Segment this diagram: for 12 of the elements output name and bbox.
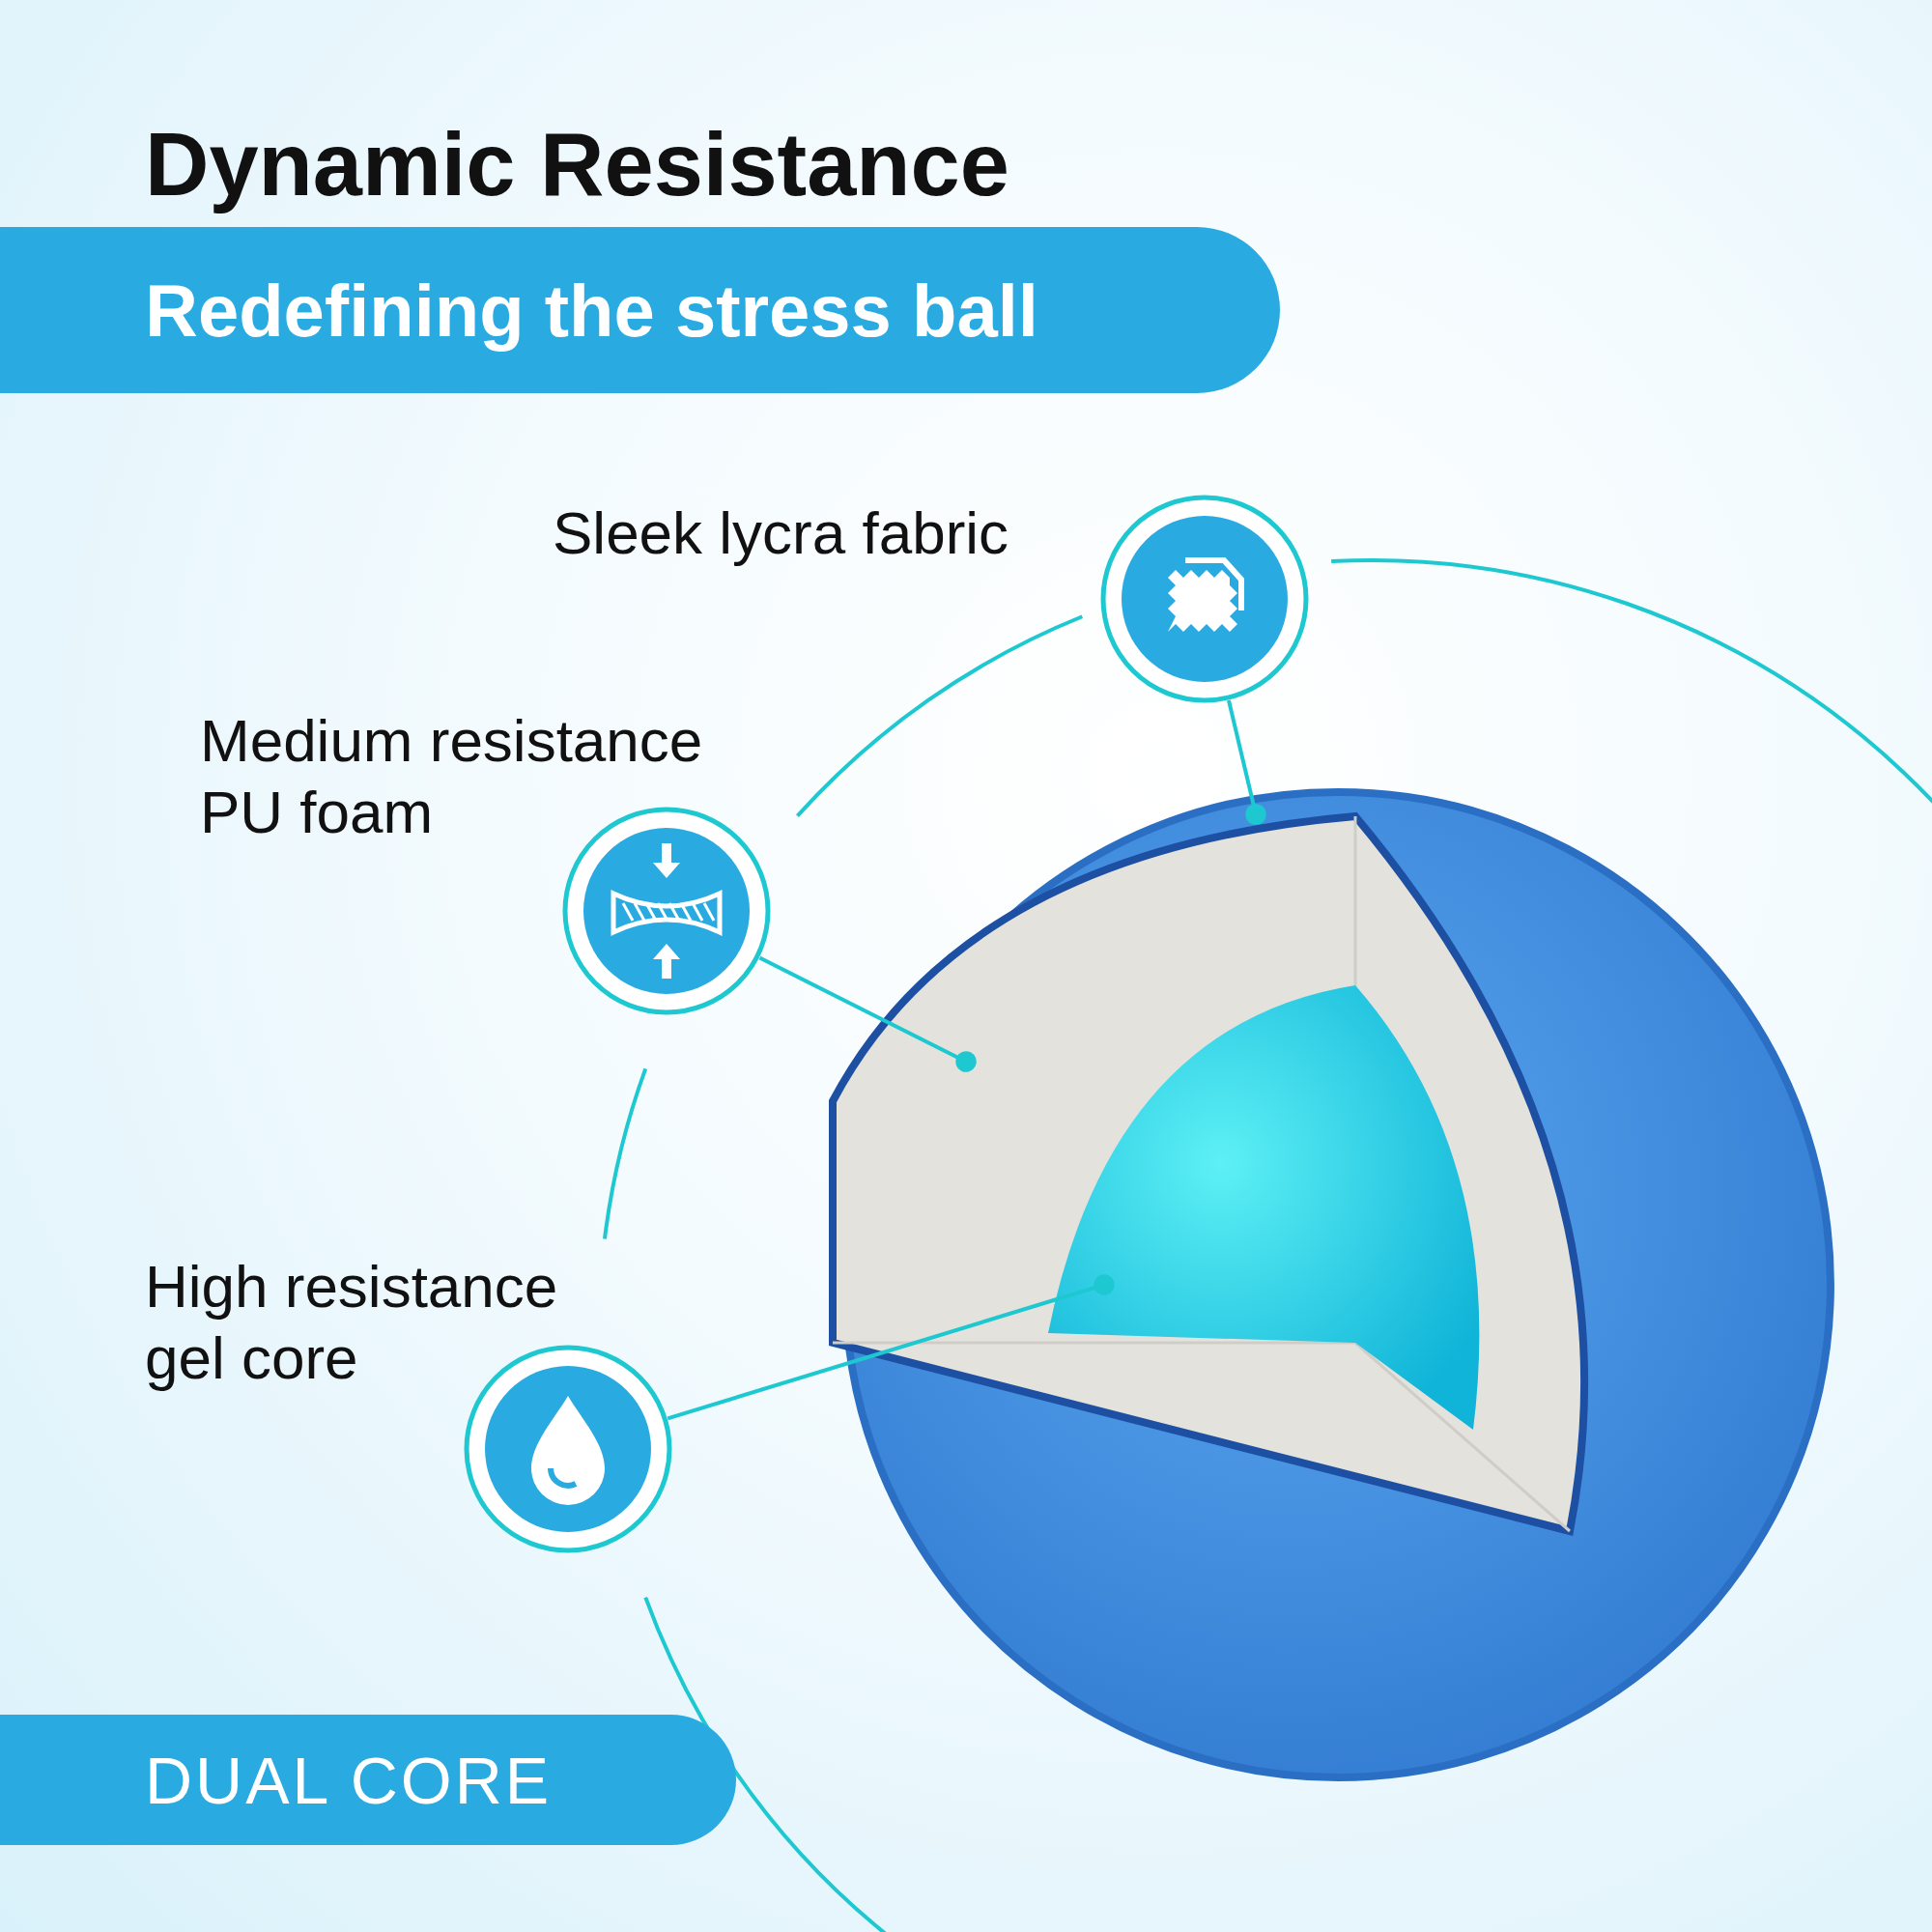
section-banner: DUAL CORE bbox=[0, 1715, 736, 1845]
leader-line bbox=[667, 1274, 1115, 1421]
gel-core bbox=[1048, 985, 1480, 1430]
callout-label: High resistance gel core bbox=[145, 1252, 559, 1394]
title: Dynamic Resistance bbox=[145, 114, 1009, 215]
foam-layer bbox=[829, 812, 1588, 1535]
leader-line bbox=[1227, 699, 1266, 825]
subtitle-banner: Redefining the stress ball bbox=[0, 227, 1280, 393]
fabric-shell bbox=[829, 788, 1834, 1780]
callout-label: Medium resistance PU foam bbox=[200, 706, 704, 848]
callout-label: Sleek lycra fabric bbox=[553, 498, 1010, 568]
leader-line bbox=[758, 955, 977, 1072]
